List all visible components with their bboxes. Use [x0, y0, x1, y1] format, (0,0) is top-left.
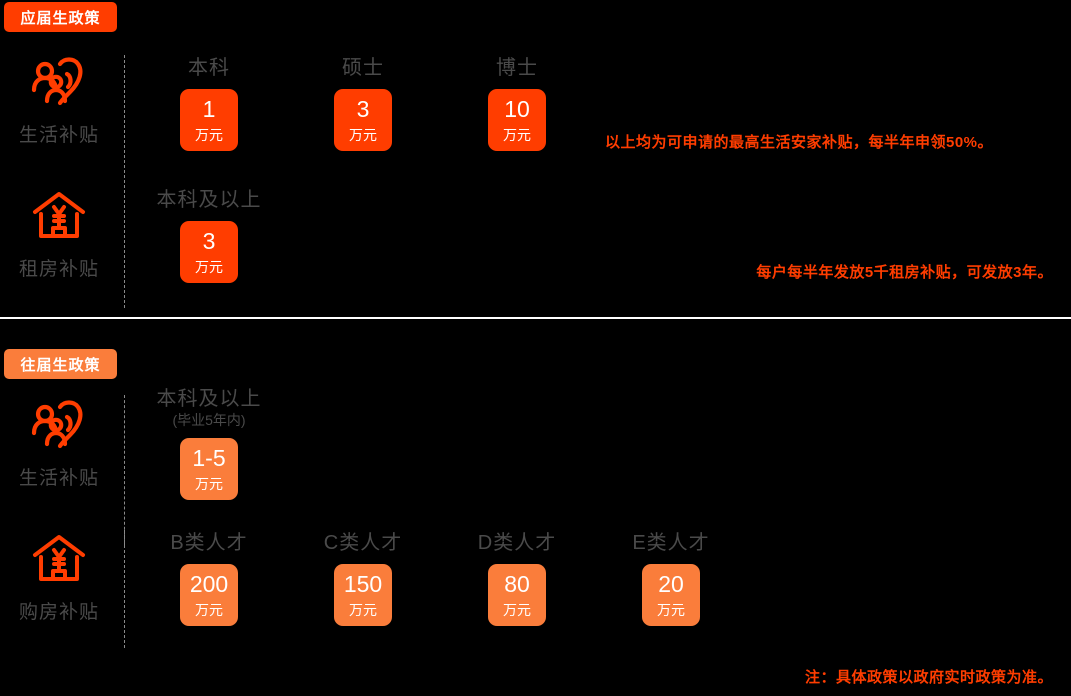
card-unit: 万元	[349, 602, 377, 618]
row-label: 生活补贴	[18, 125, 99, 146]
section-badge-fresh-graduate: 应届生政策	[4, 2, 117, 32]
card-talent-e-purchase: E类人才 20 万元	[606, 532, 736, 626]
row-label: 购房补贴	[18, 602, 99, 623]
card-value-box: 1 万元	[180, 89, 238, 151]
people-heart-icon	[30, 399, 88, 451]
card-amount: 20	[658, 571, 684, 597]
row-rail-life-subsidy-past: 生活补贴	[0, 399, 118, 490]
card-title: 硕士	[342, 57, 384, 79]
card-title: 本科及以上	[156, 189, 262, 211]
card-value-box: 1-5 万元	[180, 437, 238, 500]
house-yuan-icon	[30, 533, 88, 585]
card-value-box: 3 万元	[180, 221, 238, 283]
note-rent-subsidy: 每户每半年发放5千租房补贴，可发放3年。	[756, 264, 1053, 281]
card-unit: 万元	[195, 127, 223, 143]
card-unit: 万元	[195, 602, 223, 618]
card-title: D类人才	[477, 532, 557, 554]
row-rail-life-subsidy-fresh: 生活补贴	[0, 56, 118, 147]
people-heart-icon	[30, 56, 88, 108]
card-value-box: 10 万元	[488, 89, 546, 151]
card-amount: 3	[356, 96, 370, 122]
card-amount: 80	[504, 571, 530, 597]
card-bachelor-above-life-past: 本科及以上 (毕业5年内) 1-5 万元	[144, 388, 274, 500]
card-talent-c-purchase: C类人才 150 万元	[298, 532, 428, 626]
card-unit: 万元	[195, 259, 223, 275]
card-doctor-life-fresh: 博士 10 万元	[452, 57, 582, 151]
card-subtitle: (毕业5年内)	[172, 412, 246, 428]
card-value-box: 3 万元	[334, 89, 392, 151]
card-talent-d-purchase: D类人才 80 万元	[452, 532, 582, 626]
note-life-subsidy: 以上均为可申请的最高生活安家补贴，每半年申领50%。	[605, 134, 994, 151]
card-talent-b-purchase: B类人才 200 万元	[144, 532, 274, 626]
footer-disclaimer-note: 注：具体政策以政府实时政策为准。	[804, 669, 1053, 686]
card-title: 本科及以上	[156, 388, 262, 410]
row-separator-dashed	[124, 395, 125, 545]
card-amount: 150	[343, 571, 383, 597]
card-unit: 万元	[657, 602, 685, 618]
card-amount: 1-5	[192, 444, 226, 471]
card-value-box: 80 万元	[488, 564, 546, 626]
row-label: 生活补贴	[18, 468, 99, 489]
row-label: 租房补贴	[18, 259, 99, 280]
card-amount: 3	[202, 228, 216, 254]
section-badge-past-graduate: 往届生政策	[4, 349, 117, 379]
card-master-life-fresh: 硕士 3 万元	[298, 57, 428, 151]
card-bachelor-above-rent: 本科及以上 3 万元	[144, 189, 274, 283]
house-yuan-icon	[30, 190, 88, 242]
card-unit: 万元	[503, 602, 531, 618]
card-unit: 万元	[349, 127, 377, 143]
card-unit: 万元	[503, 127, 531, 143]
row-separator-dashed	[124, 530, 125, 648]
section-divider	[0, 317, 1071, 319]
card-title: E类人才	[632, 532, 710, 554]
card-value-box: 150 万元	[334, 564, 392, 626]
row-separator-dashed	[124, 55, 125, 213]
card-bachelor-life-fresh: 本科 1 万元	[144, 57, 274, 151]
card-title: B类人才	[170, 532, 248, 554]
card-amount: 10	[504, 96, 530, 122]
card-title: 本科	[188, 57, 230, 79]
row-rail-home-purchase-subsidy: 购房补贴	[0, 533, 118, 624]
card-value-box: 20 万元	[642, 564, 700, 626]
row-separator-dashed	[124, 190, 125, 308]
card-title: 博士	[496, 57, 538, 79]
card-amount: 1	[202, 96, 216, 122]
card-unit: 万元	[195, 475, 223, 492]
card-title: C类人才	[323, 532, 403, 554]
card-amount: 200	[189, 571, 229, 597]
card-value-box: 200 万元	[180, 564, 238, 626]
row-rail-rent-subsidy: 租房补贴	[0, 190, 118, 281]
